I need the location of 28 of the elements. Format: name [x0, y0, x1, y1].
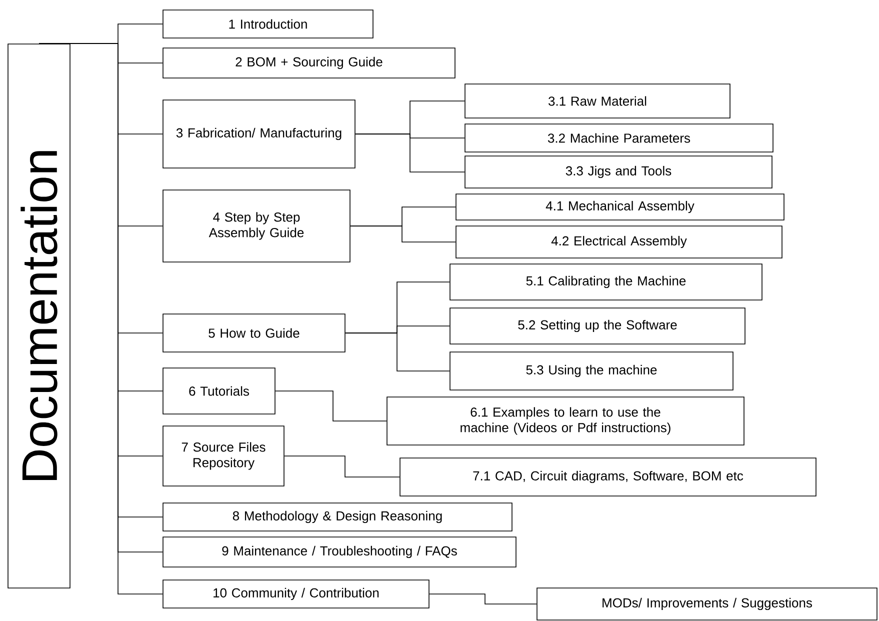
- topic-box: 5.1 Calibrating the Machine: [450, 264, 762, 300]
- topic-box: 3.2 Machine Parameters: [464, 124, 774, 152]
- topic-box: 6 Tutorials: [162, 368, 276, 414]
- topic-box: 6.1 Examples to learn to use the machine (Videos or Pdf instructions): [386, 396, 744, 446]
- topic-box: 8 Methodology & Design Reasoning: [162, 502, 512, 532]
- topic-box: 3.1 Raw Material: [464, 84, 730, 118]
- topic-box: 5 How to Guide: [162, 314, 346, 352]
- topic-box: 3 Fabrication/ Manufacturing: [162, 100, 356, 168]
- connector: [345, 332, 450, 372]
- connector: [275, 390, 387, 422]
- topic-box: 7 Source Files Repository: [162, 426, 284, 486]
- topic-box: 9 Maintenance / Troubleshooting / FAQs: [162, 536, 516, 568]
- topic-box: 4.2 Electrical Assembly: [456, 226, 782, 258]
- topic-box: 3.3 Jigs and Tools: [464, 156, 772, 188]
- topic-box: 7.1 CAD, Circuit diagrams, Software, BOM etc: [400, 458, 816, 496]
- topic-box: 4 Step by Step Assembly Guide: [162, 190, 350, 262]
- connector: [355, 134, 465, 172]
- topic-box: 1 Introduction: [162, 10, 374, 38]
- connector: [350, 226, 456, 242]
- connector: [284, 456, 400, 478]
- connector: [429, 594, 537, 604]
- title-box: Documentation: [8, 44, 70, 588]
- topic-box: 10 Community / Contribution: [162, 580, 430, 608]
- topic-box: 5.3 Using the machine: [450, 352, 734, 390]
- topic-box: MODs/ Improvements / Suggestions: [536, 588, 878, 620]
- topic-box: 2 BOM + Sourcing Guide: [162, 48, 456, 78]
- topic-box: 5.2 Setting up the Software: [450, 308, 746, 344]
- topic-box: 4.1 Mechanical Assembly: [456, 194, 784, 220]
